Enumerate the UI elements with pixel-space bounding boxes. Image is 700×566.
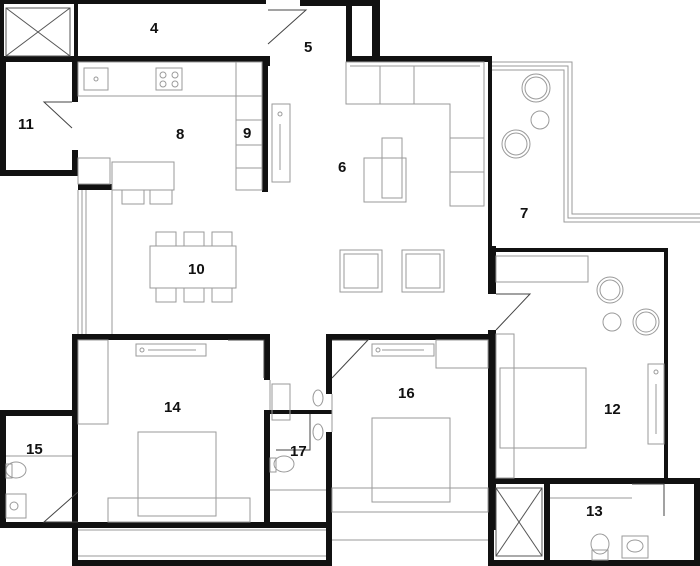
bedroom-16-furniture [331,339,489,513]
room-label-7: 7 [520,205,528,222]
storage-crossed-boxes [5,7,543,557]
bathroom-fixtures [5,389,649,561]
dining-set [149,231,237,303]
room-labels: 4 5 6 7 8 9 10 11 12 13 14 15 16 17 [18,20,621,520]
room-label-6: 6 [338,159,346,176]
room-label-11: 11 [18,116,34,133]
room-label-12: 12 [604,401,621,418]
bedroom-14-furniture [77,339,291,523]
room-label-10: 10 [188,261,205,278]
room-label-13: 13 [586,503,603,520]
room-label-14: 14 [164,399,181,416]
doors [42,9,665,523]
room-label-15: 15 [26,441,43,458]
room-label-8: 8 [176,126,184,143]
room-label-16: 16 [398,385,415,402]
bedroom-12-furniture [495,255,665,479]
kitchen-furniture [77,61,263,205]
room-label-4: 4 [150,20,159,37]
living-furniture [271,61,485,293]
room-label-17: 17 [290,443,307,460]
room-label-9: 9 [243,125,251,142]
room-label-5: 5 [304,39,312,56]
balcony-furniture [501,73,551,159]
